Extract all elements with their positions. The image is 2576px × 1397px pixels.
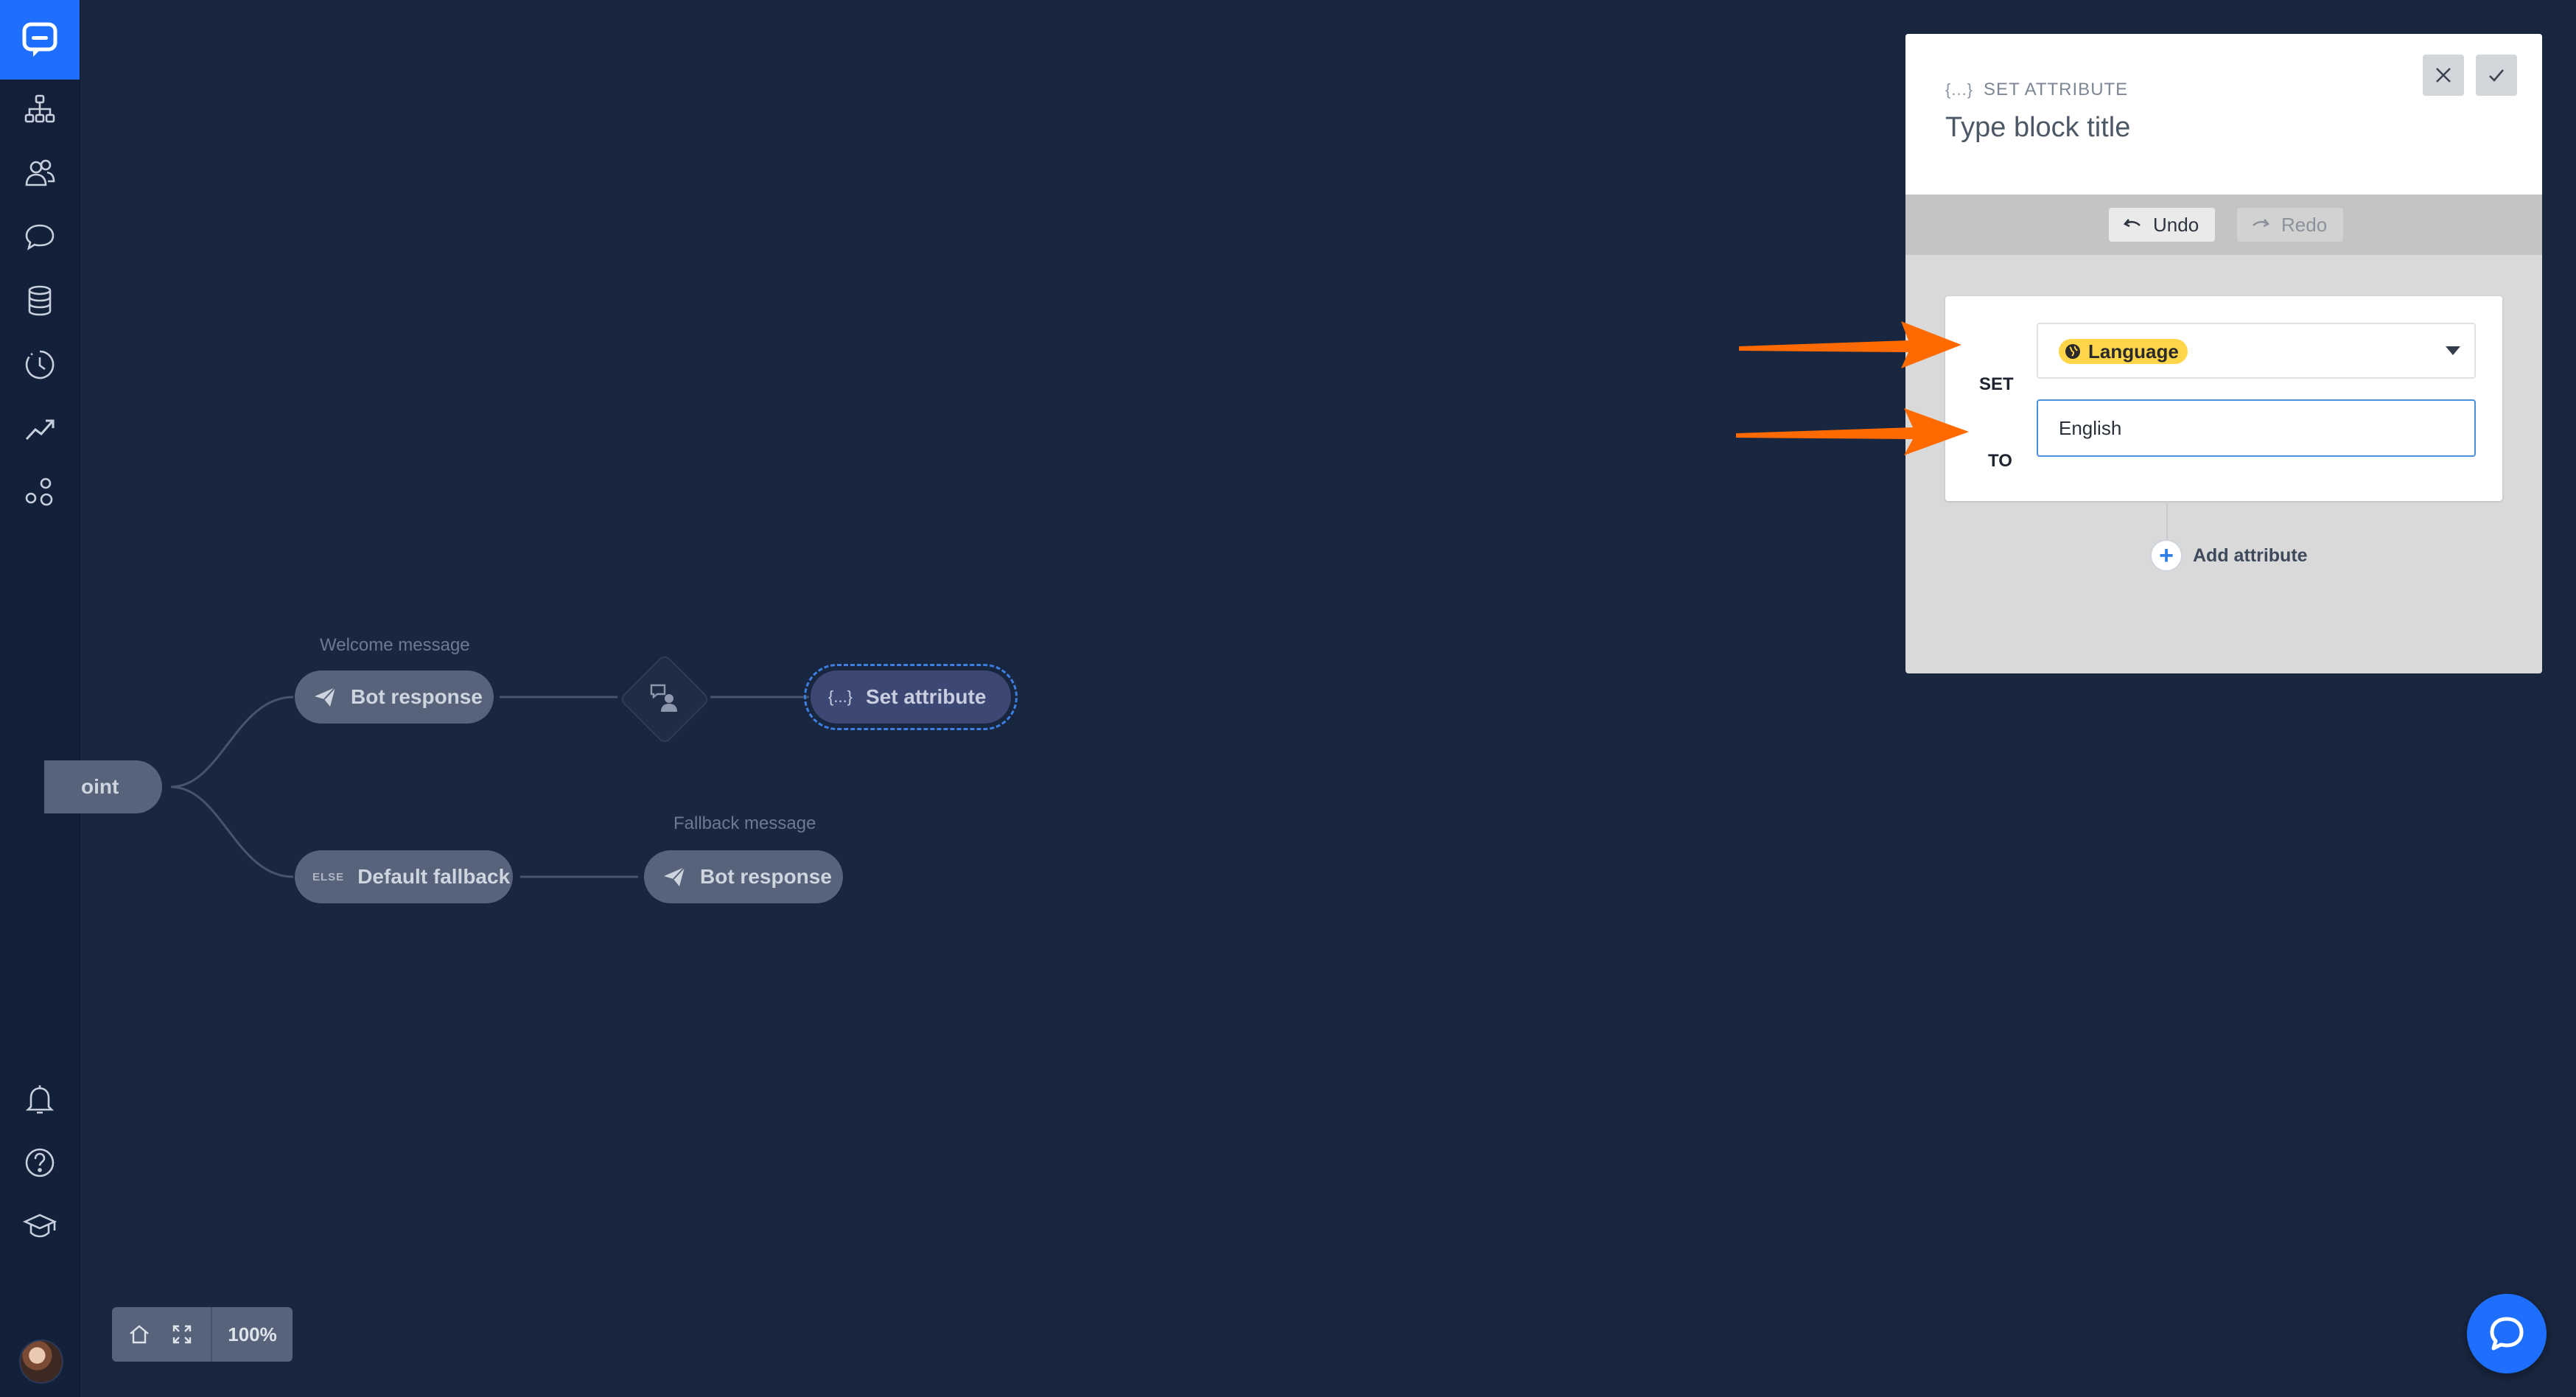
user-input-icon [650,684,677,712]
globe-icon [2065,344,2080,359]
panel-subtitle-text: SET ATTRIBUTE [1984,80,2129,99]
academy-icon[interactable] [18,1204,62,1248]
chat-bubble-icon [2490,1317,2524,1351]
bot-response-label: Bot response [351,685,483,708]
undo-label: Undo [2153,213,2199,236]
close-button[interactable] [2423,55,2464,96]
sidebar [0,0,80,1397]
chatbot-logo-icon[interactable] [0,0,80,80]
fit-screen-icon[interactable] [161,1307,203,1362]
panel-header: {...} SET ATTRIBUTE Type block title [1905,34,2542,195]
attribute-value-input[interactable] [2037,399,2476,457]
paper-plane-icon [662,864,687,889]
history-icon[interactable] [18,343,62,387]
notifications-icon[interactable] [18,1077,62,1121]
attribute-select[interactable]: Language [2037,323,2476,379]
arrow-annotation-to [1736,408,1969,455]
attribute-braces-icon: {...} [828,687,853,706]
add-attribute-label: Add attribute [2193,545,2308,566]
attribute-braces-icon: {...} [1945,80,1974,99]
redo-button[interactable]: Redo [2237,208,2343,242]
set-label: SET [1979,374,2014,394]
check-icon [2489,69,2504,82]
panel-subtitle: {...} SET ATTRIBUTE [1945,80,2128,100]
confirm-button[interactable] [2476,55,2517,96]
close-icon [2436,68,2451,83]
flows-icon[interactable] [18,87,62,131]
avatar[interactable] [19,1340,63,1384]
bot-response-node-welcome[interactable]: Bot response [295,671,494,724]
else-tag: ELSE [312,870,345,883]
data-icon[interactable] [18,279,62,323]
flow-connectors [170,696,809,878]
welcome-caption: Welcome message [320,635,470,655]
default-fallback-label: Default fallback [357,865,511,888]
undo-redo-bar [1905,195,2542,255]
chats-icon[interactable] [18,215,62,259]
redo-label: Redo [2281,213,2328,236]
plus-icon: + [2150,539,2183,572]
redo-icon [2253,219,2270,228]
reports-icon[interactable] [18,407,62,451]
add-attribute-button[interactable]: + Add attribute [2150,539,2308,572]
set-attribute-node[interactable]: {...} Set attribute [804,664,1018,730]
fallback-caption: Fallback message [673,813,816,833]
undo-icon [2123,219,2141,228]
set-attribute-panel: {...} SET ATTRIBUTE Type block title Und… [1905,34,2542,673]
attribute-value: Language [2088,340,2179,363]
to-label: TO [1988,451,2012,471]
help-icon[interactable] [18,1141,62,1185]
entry-point-node[interactable]: oint [44,760,162,813]
canvas-toolbar: 100% [112,1307,293,1362]
home-icon[interactable] [118,1307,161,1362]
card-connector [2166,501,2168,539]
toolbar-divider [211,1307,212,1362]
block-title[interactable]: Type block title [1945,112,2131,143]
chevron-down-icon [2446,346,2460,355]
undo-button[interactable]: Undo [2109,208,2215,242]
bot-response-node-fallback[interactable]: Bot response [644,850,843,903]
chat-widget-button[interactable] [2467,1294,2547,1373]
attribute-chip: Language [2059,339,2188,364]
integrations-icon[interactable] [18,470,62,514]
arrow-annotation-set [1739,321,1961,368]
audience-icon[interactable] [18,151,62,195]
entry-node-label: oint [81,775,119,798]
bot-response-label: Bot response [700,865,832,888]
paper-plane-icon [312,685,337,710]
set-attribute-node-label: Set attribute [866,685,987,708]
default-fallback-node[interactable]: ELSE Default fallback [295,850,513,903]
zoom-level[interactable]: 100% [228,1323,277,1345]
attribute-card: SET Language TO [1945,296,2502,501]
